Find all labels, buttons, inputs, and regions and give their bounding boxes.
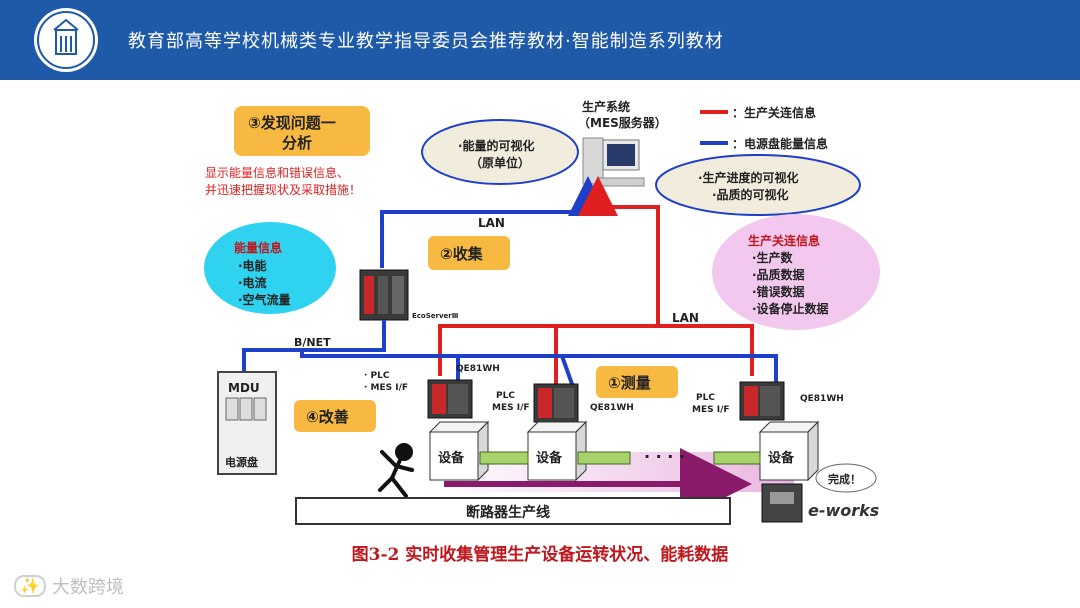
plc-label-3b: MES I/F — [692, 405, 730, 415]
plc-label-1b: · MES I/F — [364, 383, 408, 393]
breaker-product — [761, 483, 803, 523]
mes-server: 生产系统 （MES服务器） — [578, 99, 667, 187]
equipment-label-1: 设备 — [438, 450, 465, 466]
step3-box: ③发现问题一 分析 — [234, 106, 370, 156]
energy-vis-line2: （原单位） — [470, 155, 530, 170]
production-info-item: ·错误数据 — [752, 284, 805, 299]
production-progress-bubble: ·生产进度的可视化 ·品质的可视化 — [655, 154, 861, 216]
production-info-item: ·设备停止数据 — [752, 301, 829, 316]
ecoserver-label: EcoServerⅢ — [412, 312, 458, 320]
energy-info-item: ·电流 — [238, 275, 267, 290]
conveyor-3 — [713, 451, 761, 465]
bnet-line — [242, 320, 386, 372]
mdu-label: MDU — [228, 381, 260, 395]
mdu-panel: MDU 电源盘 — [217, 371, 277, 475]
progress-line2: ·品质的可视化 — [712, 187, 789, 202]
watermark: ✨ 大数跨境 — [14, 573, 124, 599]
step1-box: ①测量 — [596, 366, 678, 398]
done-badge: 完成！ — [815, 463, 877, 493]
qe-label-2: QE81WH — [590, 403, 634, 413]
step1-label: ①测量 — [608, 374, 651, 392]
computer-icon — [582, 137, 645, 187]
step4-label: ④改善 — [306, 408, 349, 426]
plc-unit-2: QE81WH PLC MES I/F — [492, 383, 634, 423]
university-logo — [34, 8, 98, 72]
figure-caption: 图3-2 实时收集管理生产设备运转状况、能耗数据 — [351, 545, 729, 565]
ecoserver-device: EcoServerⅢ — [359, 269, 458, 321]
step3-desc1: 显示能量信息和错误信息、 — [205, 165, 349, 180]
production-info-item: ·生产数 — [752, 250, 794, 265]
header-banner: 教育部高等学校机械类专业教学指导委员会推荐教材·智能制造系列教材 — [0, 0, 1080, 80]
production-info-title: 生产关连信息 — [748, 233, 820, 248]
legend-blue-label: ：电源盘能量信息 — [732, 136, 828, 151]
equipment-2: 设备 — [526, 420, 588, 482]
plc-label-3a: PLC — [696, 393, 715, 403]
qe-label-1: QE81WH — [456, 364, 500, 374]
plc-label-2a: PLC — [496, 391, 515, 401]
energy-info-title: 能量信息 — [234, 240, 282, 255]
factory-energy-diagram: ：生产关连信息 ：电源盘能量信息 生产系统 （MES服务器） ③发现问题一 分析… — [204, 99, 880, 525]
production-info-item: ·品质数据 — [752, 267, 805, 282]
step3-line1: ③发现问题一 — [248, 114, 336, 132]
brand-mark: e-works — [808, 501, 879, 520]
energy-info-item: ·空气流量 — [238, 292, 291, 307]
energy-vis-line1: ·能量的可视化 — [458, 138, 535, 153]
step3-line2: 分析 — [282, 134, 312, 152]
red-lan-line-branch — [438, 324, 754, 376]
equipment-label-3: 设备 — [768, 450, 795, 466]
plc-unit-1: QE81WH · PLC · MES I/F — [364, 364, 500, 419]
energy-visualization-bubble: ·能量的可视化 （原单位） — [421, 119, 579, 185]
step2-box: ②收集 — [428, 236, 510, 270]
legend: ：生产关连信息 ：电源盘能量信息 — [700, 105, 828, 151]
panel-label: 电源盘 — [225, 455, 258, 469]
step4-box: ④改善 — [294, 400, 376, 432]
production-line-label: 断路器生产线 — [466, 504, 550, 521]
worker-figure — [378, 443, 414, 498]
red-lan-line-main — [578, 176, 660, 325]
bnet-branch — [300, 350, 460, 384]
plc-unit-3: QE81WH PLC MES I/F — [692, 381, 844, 421]
done-label: 完成！ — [828, 472, 861, 486]
plc-label-2b: MES I/F — [492, 403, 530, 413]
watermark-text: 大数跨境 — [51, 577, 124, 598]
qe-label-3: QE81WH — [800, 394, 844, 404]
energy-info-item: ·电能 — [238, 258, 267, 273]
equipment-label-2: 设备 — [536, 450, 563, 466]
plc-label-1a: · PLC — [364, 371, 390, 381]
lan-top-label: LAN — [478, 216, 505, 230]
production-info-bubble: 生产关连信息 ·生产数 ·品质数据 ·错误数据 ·设备停止数据 — [712, 214, 880, 330]
bnet-branch-3 — [562, 354, 778, 384]
progress-line1: ·生产进度的可视化 — [698, 170, 799, 185]
bnet-label: B/NET — [294, 336, 331, 349]
ellipsis-dots: · · · · — [644, 447, 685, 466]
production-line-bar: 断路器生产线 — [295, 497, 731, 525]
lan-mid-label: LAN — [672, 311, 699, 325]
legend-red-label: ：生产关连信息 — [732, 105, 816, 120]
equipment-1: 设备 — [428, 420, 490, 482]
mes-label-line1: 生产系统 — [582, 99, 630, 114]
step2-label: ②收集 — [440, 245, 484, 263]
conveyor-1 — [479, 451, 529, 465]
equipment-3: 设备 — [758, 420, 820, 482]
watermark-logo-icon: ✨ — [14, 575, 46, 597]
mes-label-line2: （MES服务器） — [578, 115, 667, 130]
banner-title: 教育部高等学校机械类专业教学指导委员会推荐教材·智能制造系列教材 — [128, 31, 724, 52]
energy-info-bubble: 能量信息 ·电能 ·电流 ·空气流量 — [204, 222, 336, 314]
step3-desc2: 并迅速把握现状及采取措施！ — [205, 182, 361, 197]
conveyor-2 — [577, 451, 631, 465]
